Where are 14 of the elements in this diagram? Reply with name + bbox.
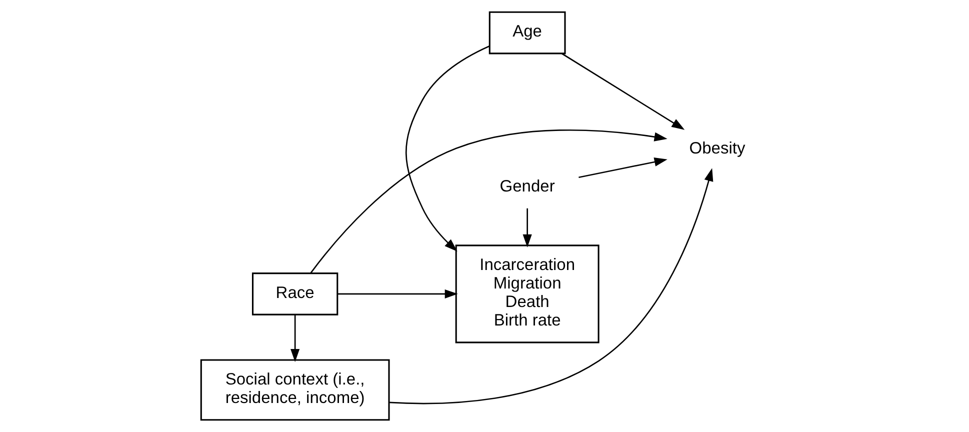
arrow (522, 208, 532, 248)
arrow (405, 45, 490, 252)
arrow (561, 53, 684, 130)
arrow (578, 157, 667, 178)
node-text: Gender (499, 178, 554, 196)
node-box: Age (488, 11, 566, 54)
arrow (388, 168, 713, 404)
node-box: Incarceration Migration Death Birth rate (454, 244, 599, 344)
node-text: Obesity (688, 139, 745, 158)
arrow (310, 130, 667, 274)
arrow (337, 289, 458, 298)
arrow (290, 315, 300, 362)
node-box: Social context (i.e., residence, income) (200, 359, 390, 421)
node-box: Race (251, 272, 338, 316)
